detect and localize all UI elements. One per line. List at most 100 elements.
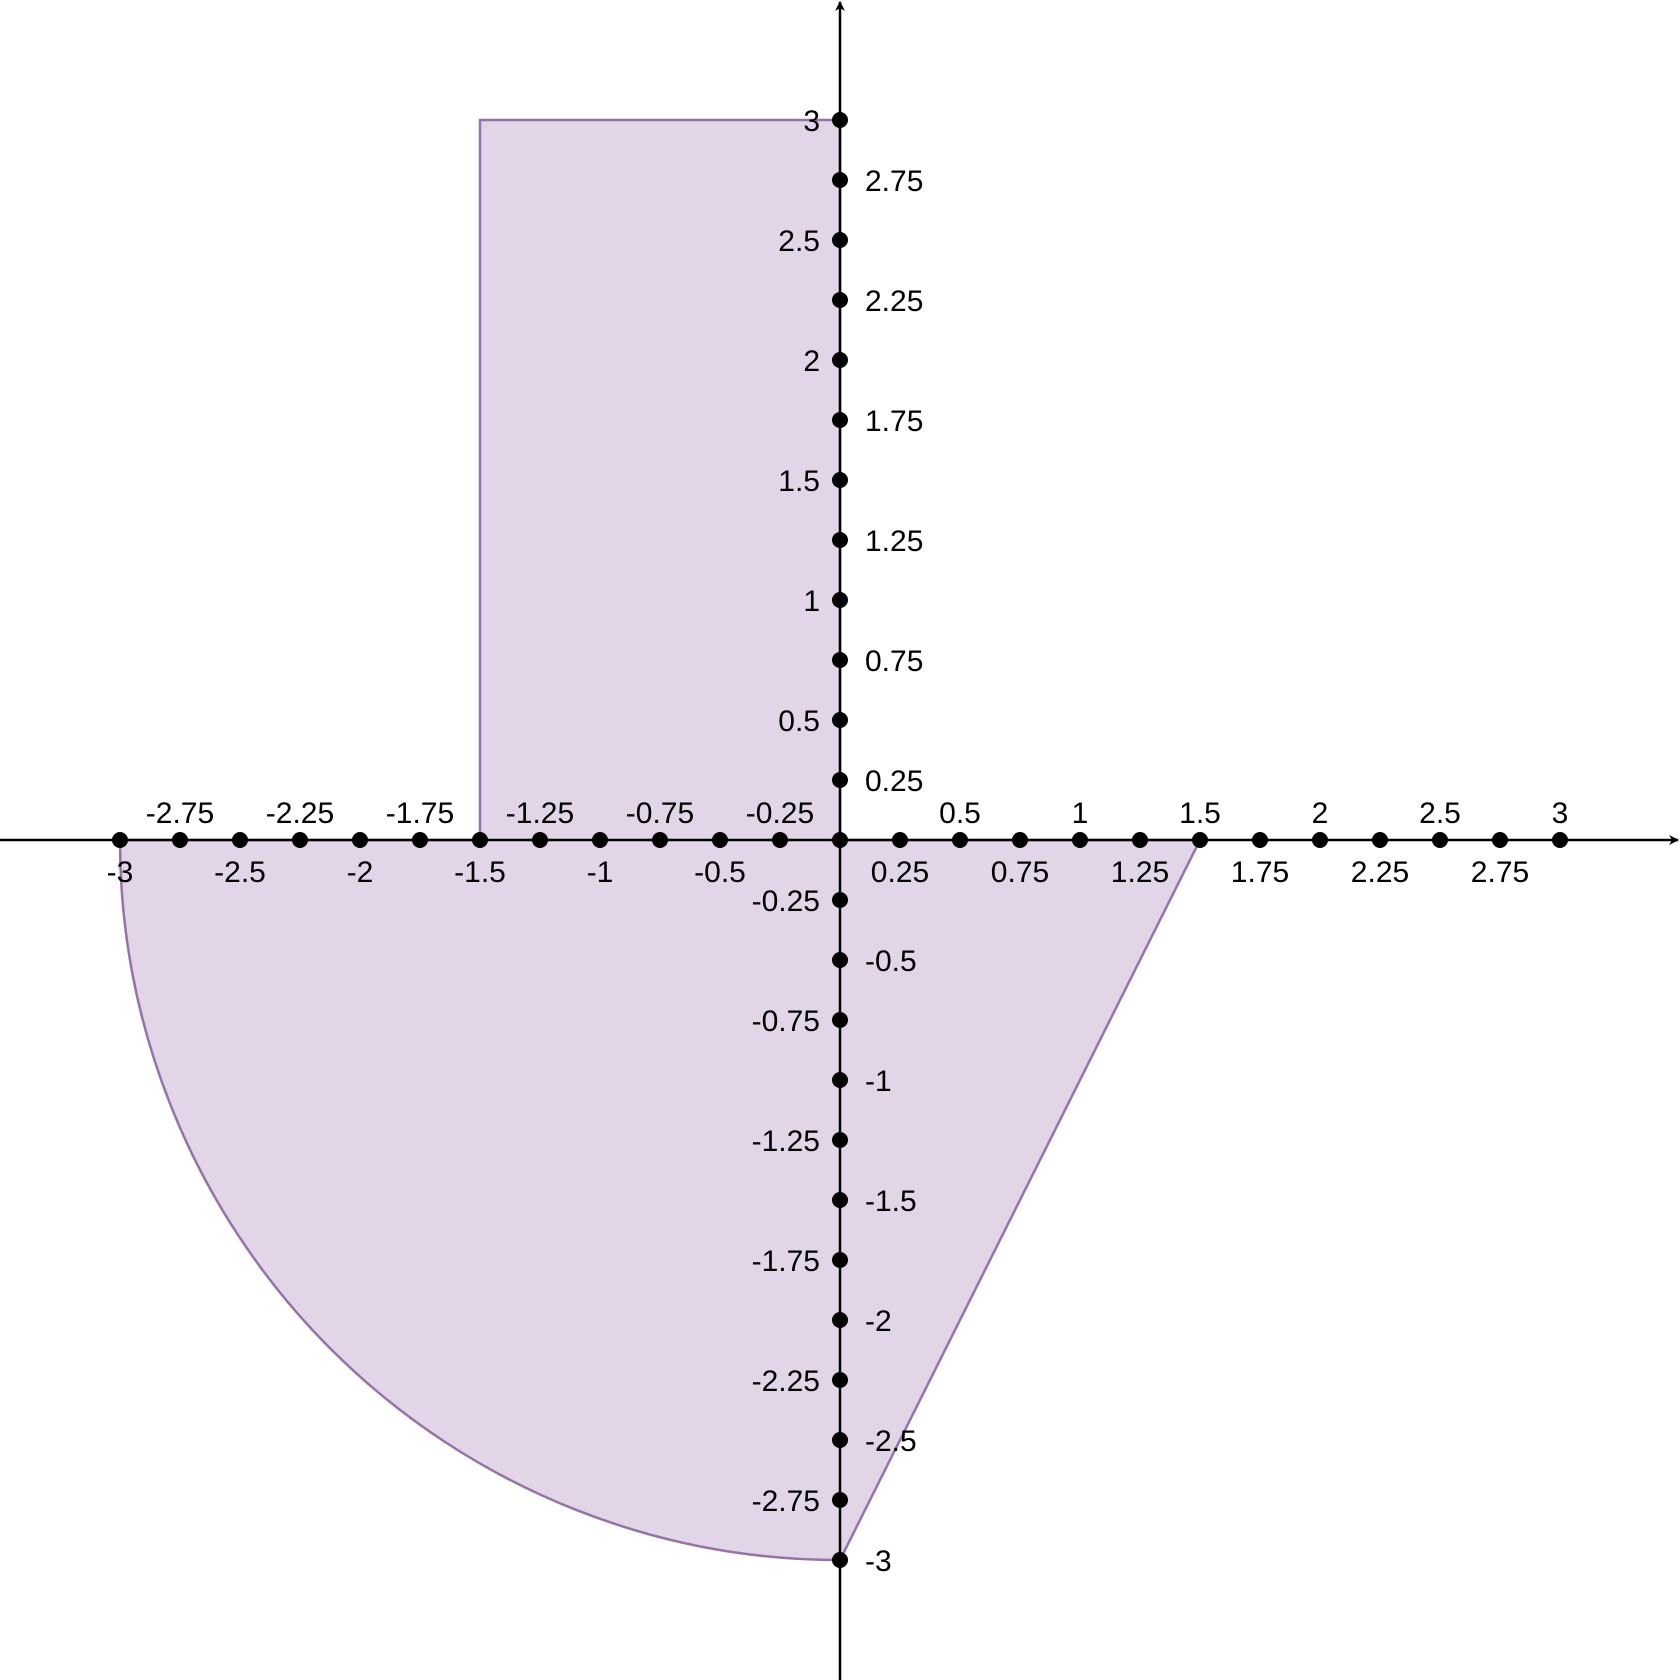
y-axis-point xyxy=(832,112,848,128)
y-axis-point xyxy=(832,352,848,368)
x-axis-point xyxy=(1012,832,1028,848)
x-tick-label: -0.75 xyxy=(626,797,694,830)
x-tick-label: -3 xyxy=(107,856,134,889)
y-tick-label: 1.5 xyxy=(778,465,820,498)
x-axis-point xyxy=(772,832,788,848)
x-axis-point xyxy=(652,832,668,848)
y-tick-label: -2.5 xyxy=(865,1425,917,1458)
x-tick-label: -2.25 xyxy=(266,797,334,830)
x-axis-point xyxy=(172,832,188,848)
x-axis-point xyxy=(1072,832,1088,848)
y-axis-point xyxy=(832,1252,848,1268)
y-tick-label: 1.25 xyxy=(865,525,923,558)
x-axis-point xyxy=(112,832,128,848)
x-tick-label: 3 xyxy=(1552,797,1569,830)
y-axis-point xyxy=(832,1312,848,1328)
y-tick-label: -1.5 xyxy=(865,1185,917,1218)
x-tick-label: 2.75 xyxy=(1471,856,1529,889)
x-tick-label: -1 xyxy=(587,856,614,889)
y-tick-label: 3 xyxy=(803,105,820,138)
x-tick-label: -2.75 xyxy=(146,797,214,830)
x-axis-point xyxy=(892,832,908,848)
y-axis-point xyxy=(832,1552,848,1568)
x-axis-point xyxy=(952,832,968,848)
x-axis-tick-labels: -3-2.75-2.5-2.25-2-1.75-1.5-1.25-1-0.75-… xyxy=(107,797,1569,889)
x-axis-point xyxy=(532,832,548,848)
y-tick-label: -3 xyxy=(865,1545,892,1578)
x-axis-point xyxy=(472,832,488,848)
x-axis-point xyxy=(352,832,368,848)
x-tick-label: 2.25 xyxy=(1351,856,1409,889)
y-tick-label: 0.5 xyxy=(778,705,820,738)
x-tick-label: 0.5 xyxy=(939,797,981,830)
x-tick-label: -0.25 xyxy=(746,797,814,830)
y-axis-point xyxy=(832,532,848,548)
x-axis-point xyxy=(712,832,728,848)
x-axis-point xyxy=(1192,832,1208,848)
y-axis-point xyxy=(832,1072,848,1088)
y-axis-point xyxy=(832,1432,848,1448)
y-tick-label: -0.75 xyxy=(752,1005,820,1038)
y-axis-point xyxy=(832,1012,848,1028)
y-tick-label: 2 xyxy=(803,345,820,378)
x-tick-label: 2.5 xyxy=(1419,797,1461,830)
y-axis-tick-labels: 3 2.75 2.5 2.25 2 1.75 1.5 1.25 1 0.75 0.5 0.25 -0.2… xyxy=(752,105,924,1578)
y-tick-label: 2.25 xyxy=(865,285,923,318)
y-tick-label: -0.25 xyxy=(752,885,820,918)
x-axis-points xyxy=(112,832,1568,848)
y-axis-point xyxy=(832,592,848,608)
x-tick-label: -2.5 xyxy=(214,856,266,889)
y-tick-label: -1.75 xyxy=(752,1245,820,1278)
x-tick-label: 1 xyxy=(1072,797,1089,830)
y-tick-label: 1.75 xyxy=(865,405,923,438)
x-axis-point xyxy=(1372,832,1388,848)
x-axis-point xyxy=(1432,832,1448,848)
y-axis-point xyxy=(832,952,848,968)
x-tick-label: -1.75 xyxy=(386,797,454,830)
y-axis-point xyxy=(832,172,848,188)
y-tick-label: 2.5 xyxy=(778,225,820,258)
y-axis-point xyxy=(832,472,848,488)
y-axis-point xyxy=(832,712,848,728)
y-axis-point xyxy=(832,652,848,668)
y-axis-point xyxy=(832,772,848,788)
x-axis-point xyxy=(412,832,428,848)
x-axis-point xyxy=(232,832,248,848)
x-tick-label: 1.75 xyxy=(1231,856,1289,889)
x-axis-point xyxy=(832,832,848,848)
x-axis-point xyxy=(1132,832,1148,848)
y-axis-point xyxy=(832,892,848,908)
y-tick-label: -0.5 xyxy=(865,945,917,978)
x-tick-label: -0.5 xyxy=(694,856,746,889)
x-axis-point xyxy=(1492,832,1508,848)
x-tick-label: 0.75 xyxy=(991,856,1049,889)
y-axis-point xyxy=(832,1372,848,1388)
y-tick-label: -2 xyxy=(865,1305,892,1338)
x-axis-point xyxy=(1312,832,1328,848)
x-tick-label: -1.5 xyxy=(454,856,506,889)
x-tick-label: 1.25 xyxy=(1111,856,1169,889)
x-tick-label: -1.25 xyxy=(506,797,574,830)
y-tick-label: 2.75 xyxy=(865,165,923,198)
y-axis-point xyxy=(832,1132,848,1148)
y-tick-label: -1 xyxy=(865,1065,892,1098)
y-tick-label: -2.75 xyxy=(752,1485,820,1518)
y-axis-point xyxy=(832,1192,848,1208)
y-axis-points xyxy=(832,112,848,1568)
y-tick-label: 1 xyxy=(803,585,820,618)
x-axis-point xyxy=(1552,832,1568,848)
x-axis-point xyxy=(592,832,608,848)
y-axis-point xyxy=(832,232,848,248)
x-axis-point xyxy=(1252,832,1268,848)
y-tick-label: -2.25 xyxy=(752,1365,820,1398)
x-axis-point xyxy=(292,832,308,848)
x-tick-label: 0.25 xyxy=(871,856,929,889)
y-tick-label: 0.75 xyxy=(865,645,923,678)
y-axis-point xyxy=(832,1492,848,1508)
x-tick-label: 2 xyxy=(1312,797,1329,830)
x-tick-label: 1.5 xyxy=(1179,797,1221,830)
y-axis-point xyxy=(832,292,848,308)
y-tick-label: 0.25 xyxy=(865,765,923,798)
y-tick-label: -1.25 xyxy=(752,1125,820,1158)
